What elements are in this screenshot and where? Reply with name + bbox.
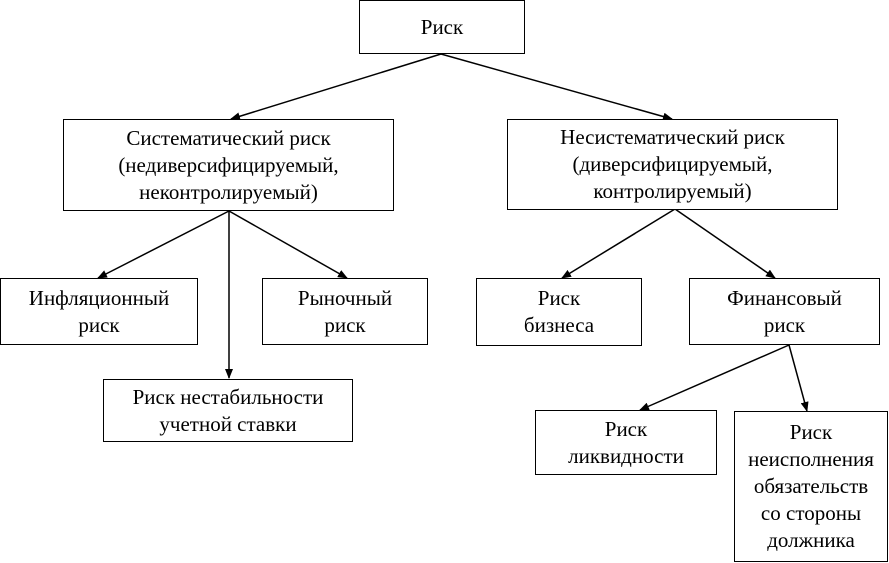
node-line: со стороны: [760, 501, 862, 525]
node-line: должника: [767, 528, 855, 552]
node-line: (недиверсифицируемый,: [118, 152, 339, 177]
connector-arrow-systematic-to-inflation: [97, 210, 230, 279]
connector-arrow-root-to-unsystematic: [440, 53, 673, 121]
connector-arrow-financial-to-default: [788, 344, 809, 412]
node-line: Риск: [420, 14, 464, 39]
node-line: риск: [763, 312, 806, 337]
node-line: Несистематический риск: [560, 125, 785, 149]
node-inflation-risk: Инфляционный риск: [0, 278, 198, 345]
node-market-risk: Рыночный риск: [262, 278, 428, 345]
node-risk: Риск: [359, 0, 525, 54]
node-line: (диверсифицируемый,: [572, 152, 773, 176]
node-line: Систематический риск: [126, 125, 331, 150]
node-line: контролируемый): [593, 179, 752, 203]
node-debtor-default-risk: Риск неисполнения обязательств со сторон…: [734, 411, 888, 562]
connector-arrow-financial-to-liquidity: [639, 344, 790, 411]
connector-arrow-root-to-systematic: [230, 53, 442, 121]
node-line: риск: [78, 312, 120, 337]
node-line: учетной ставки: [159, 411, 297, 436]
node-line: Инфляционный: [28, 285, 170, 310]
node-line: Риск нестабильности: [132, 384, 324, 409]
node-business-risk: Риск бизнеса: [476, 278, 642, 346]
connector-arrow-unsystematic-to-business: [561, 208, 676, 279]
node-unsystematic-risk: Несистематический риск (диверсифицируемы…: [507, 119, 838, 210]
node-line: Рыночный: [297, 285, 393, 310]
node-line: ликвидности: [568, 443, 684, 468]
node-systematic-risk: Систематический риск (недиверсифицируемы…: [63, 119, 394, 211]
node-financial-risk: Финансовый риск: [689, 278, 880, 345]
node-line: неисполнения: [748, 447, 874, 471]
node-line: Риск: [537, 286, 581, 310]
node-line: бизнеса: [523, 313, 595, 337]
connector-arrow-systematic-to-market: [228, 210, 348, 279]
node-line: обязательств: [753, 474, 869, 498]
node-line: риск: [324, 312, 366, 337]
node-line: Риск: [604, 416, 648, 441]
node-line: неконтролируемый): [139, 179, 318, 204]
node-liquidity-risk: Риск ликвидности: [535, 410, 717, 475]
node-line: Риск: [789, 420, 833, 444]
node-rate-instability-risk: Риск нестабильности учетной ставки: [103, 379, 353, 442]
connector-arrow-unsystematic-to-financial: [674, 208, 776, 279]
node-line: Финансовый: [727, 285, 842, 310]
